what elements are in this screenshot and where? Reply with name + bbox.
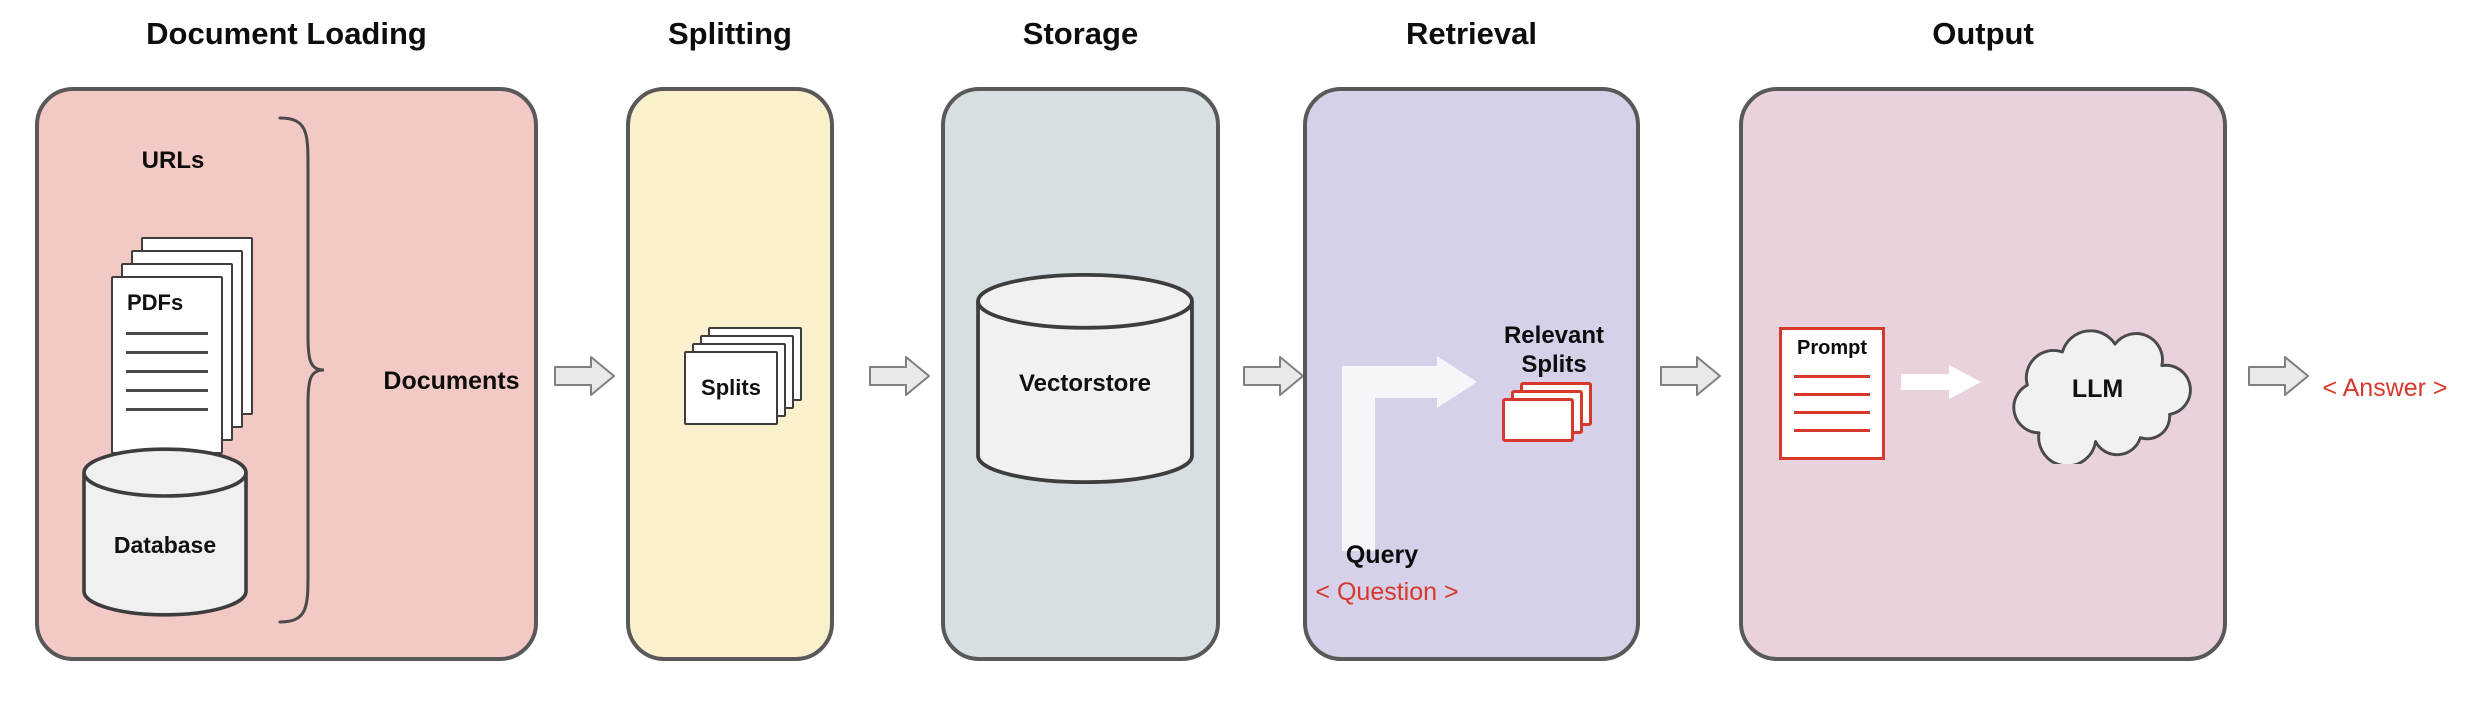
- stage-title-output: Output: [1932, 16, 2034, 51]
- doc-line: [1794, 375, 1870, 378]
- vectorstore-cylinder-icon: Vectorstore: [967, 268, 1203, 489]
- prompt-label: Prompt: [1797, 337, 1867, 359]
- arrow-loading-to-splitting: [554, 356, 615, 396]
- query-elbow-arrow: [1342, 356, 1477, 551]
- vectorstore-label: Vectorstore: [1018, 369, 1152, 397]
- pdfs-label: PDFs: [127, 290, 184, 315]
- llm-cloud-icon: LLM: [2000, 311, 2195, 464]
- relevant-splits-stack-icon: [1502, 382, 1594, 444]
- prompt-document-icon: Prompt: [1779, 327, 1885, 460]
- stage-box-splitting: Splits: [626, 87, 834, 661]
- stage-title-document-loading: Document Loading: [146, 16, 427, 51]
- arrow-shape: [1901, 365, 1981, 399]
- arrow-shape: [1342, 356, 1477, 551]
- arrow-shape: [2248, 356, 2309, 396]
- question-text: < Question >: [1315, 578, 1459, 606]
- urls-label: URLs: [141, 147, 205, 174]
- splits-document-stack-icon: Splits: [684, 327, 804, 425]
- arrow-output-to-answer: [2248, 356, 2309, 396]
- stage-box-storage: Vectorstore: [941, 87, 1220, 661]
- doc-line: [126, 408, 208, 411]
- arrow-splitting-to-storage: [869, 356, 930, 396]
- arrow-shape: [554, 356, 615, 396]
- stage-title-storage: Storage: [1022, 16, 1139, 51]
- splits-label: Splits: [684, 351, 778, 425]
- database-label: Database: [113, 532, 217, 558]
- llm-label: LLM: [2071, 375, 2124, 404]
- stage-box-output: Prompt LLM: [1739, 87, 2227, 661]
- arrow-storage-to-retrieval: [1243, 356, 1304, 396]
- doc-line: [126, 389, 208, 392]
- answer-text: < Answer >: [2322, 374, 2448, 402]
- doc-line: [1794, 393, 1870, 396]
- documents-label: Documents: [383, 367, 520, 395]
- pdfs-document-stack-icon: PDFs: [111, 237, 253, 454]
- relevant-splits-label: Relevant Splits: [1503, 322, 1605, 378]
- stage-box-retrieval: Relevant Splits Query < Question >: [1303, 87, 1640, 661]
- arrow-retrieval-to-output: [1660, 356, 1721, 396]
- stage-title-retrieval: Retrieval: [1406, 16, 1537, 51]
- arrow-shape: [1660, 356, 1721, 396]
- curly-brace: [278, 116, 325, 624]
- arrow-shape: [1243, 356, 1304, 396]
- page-sheet: [1502, 398, 1574, 442]
- prompt-to-llm-arrow: [1901, 365, 1981, 399]
- database-cylinder-icon: Database: [75, 442, 255, 622]
- doc-line: [126, 351, 208, 354]
- doc-line: [126, 370, 208, 373]
- query-label: Query: [1345, 541, 1419, 569]
- doc-line: [126, 332, 208, 335]
- pdfs-front-page: PDFs: [111, 276, 223, 454]
- cylinder-shape: [976, 272, 1194, 485]
- arrow-shape: [869, 356, 930, 396]
- stage-box-document-loading: URLs PDFs Database Documents: [35, 87, 538, 661]
- doc-line: [1794, 411, 1870, 414]
- cylinder-shape: [82, 447, 248, 617]
- cloud-shape: [2012, 329, 2192, 464]
- doc-line: [1794, 429, 1870, 432]
- stage-title-splitting: Splitting: [668, 16, 792, 51]
